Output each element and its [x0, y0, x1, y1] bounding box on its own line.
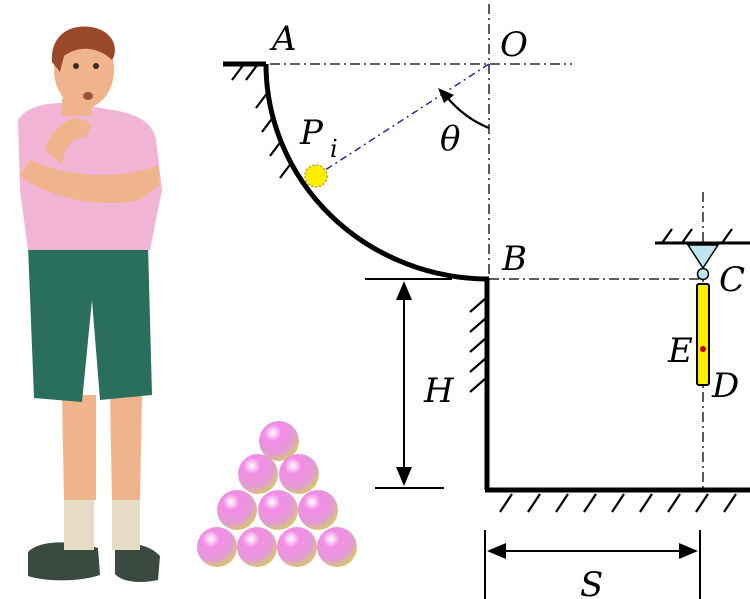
label-o: O: [500, 25, 528, 65]
label-p: P: [299, 113, 324, 153]
label-a: A: [269, 19, 297, 59]
h-arrow-up: [396, 281, 412, 300]
center-of-mass-dot: [700, 346, 706, 352]
rod-CD: [696, 283, 710, 386]
hatching: [231, 63, 737, 513]
radius-line-OP: [315, 63, 490, 177]
dimension-h: [365, 278, 452, 489]
label-e: E: [667, 331, 693, 371]
label-b: B: [501, 239, 527, 279]
label-h: H: [423, 371, 455, 411]
ball-pi: [304, 164, 328, 188]
s-arrow-left: [487, 543, 506, 559]
theta-angle-arrow: [438, 88, 490, 130]
quarter-arc: [263, 63, 490, 282]
label-s: S: [580, 565, 603, 599]
pivot-pin: [696, 267, 710, 281]
boy-character: [18, 26, 162, 582]
s-arrow-right: [679, 543, 698, 559]
stacked-balls: [197, 421, 357, 567]
label-c: C: [719, 260, 745, 300]
label-p-subscript: i: [330, 135, 338, 163]
pendulum: [686, 244, 720, 386]
h-arrow-down: [396, 467, 412, 486]
label-d: D: [711, 366, 739, 406]
track: [223, 61, 750, 493]
pivot-support: [686, 244, 720, 270]
label-theta: θ: [440, 119, 460, 159]
dimension-s: [484, 530, 701, 599]
